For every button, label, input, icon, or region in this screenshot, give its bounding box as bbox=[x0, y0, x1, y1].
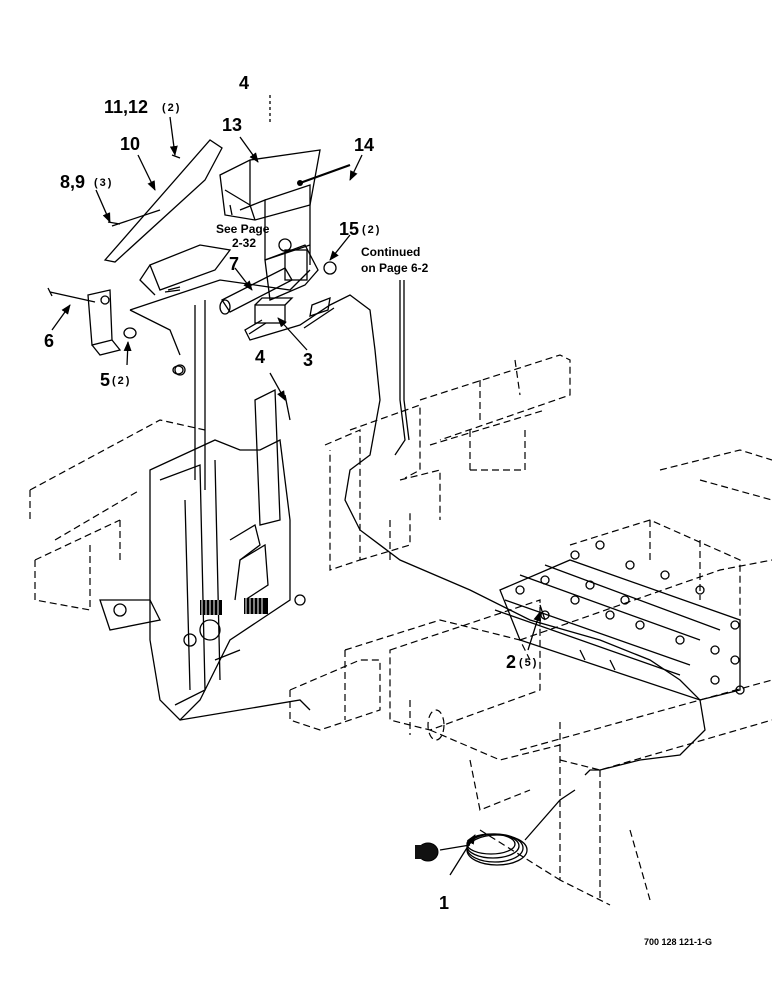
callout-5: 5 bbox=[100, 370, 110, 390]
callout-2-qty: (5) bbox=[519, 657, 538, 669]
callout-4-lower: 4 bbox=[255, 347, 265, 367]
callout-15-qty: (2) bbox=[362, 224, 381, 236]
part-5-nuts bbox=[123, 327, 184, 375]
callout-7: 7 bbox=[229, 254, 239, 274]
plate-bolts bbox=[515, 540, 745, 695]
callout-1: 1 bbox=[439, 893, 449, 913]
callout-11-12: 11,12 bbox=[104, 97, 148, 117]
callout-14: 14 bbox=[354, 135, 374, 155]
figure-code: 700 128 121-1-G bbox=[644, 937, 712, 947]
part-13-channel bbox=[219, 149, 321, 221]
callout-3: 3 bbox=[303, 350, 313, 370]
part-3-switch bbox=[254, 297, 294, 324]
spring-left bbox=[200, 600, 222, 615]
see-page-note-line1: See Page bbox=[216, 222, 270, 236]
callout-8-9-qty: (3) bbox=[94, 177, 113, 189]
part-8-9-bolt bbox=[107, 221, 121, 225]
callout-labels: 1 2 (5) 3 4 4 5 (2) 6 7 8,9 (3) 10 11,12… bbox=[44, 73, 538, 913]
continued-note-line1: Continued bbox=[361, 245, 420, 259]
continued-note-line2: on Page 6-2 bbox=[361, 261, 429, 275]
part-6-bolt-plate bbox=[47, 287, 122, 356]
callout-5-qty: (2) bbox=[112, 375, 131, 387]
callout-11-12-qty: (2) bbox=[162, 102, 181, 114]
see-page-note-line2: 2-32 bbox=[232, 236, 256, 250]
callout-15: 15 bbox=[339, 219, 359, 239]
callout-6: 6 bbox=[44, 331, 54, 351]
part-1-extension-cord bbox=[415, 789, 576, 866]
wire-harness bbox=[244, 280, 706, 776]
small-bolt bbox=[167, 286, 181, 291]
part-14-pin bbox=[297, 163, 351, 186]
cylinder-mount-bracket bbox=[129, 184, 311, 376]
part-10-shield bbox=[103, 139, 223, 263]
callout-10: 10 bbox=[120, 134, 140, 154]
machine-frame bbox=[29, 354, 772, 906]
spring-right bbox=[244, 598, 268, 614]
pivot-arm-assembly bbox=[99, 300, 311, 721]
leader-arrows bbox=[51, 95, 542, 876]
callout-4-top: 4 bbox=[239, 73, 249, 93]
part-7-actuator bbox=[219, 238, 337, 315]
callout-8-9: 8,9 bbox=[60, 172, 85, 192]
callout-2: 2 bbox=[506, 652, 516, 672]
callout-13: 13 bbox=[222, 115, 242, 135]
reference-notes: See Page 2-32 Continued on Page 6-2 bbox=[216, 222, 429, 275]
part-11-12-bolt bbox=[171, 154, 181, 159]
